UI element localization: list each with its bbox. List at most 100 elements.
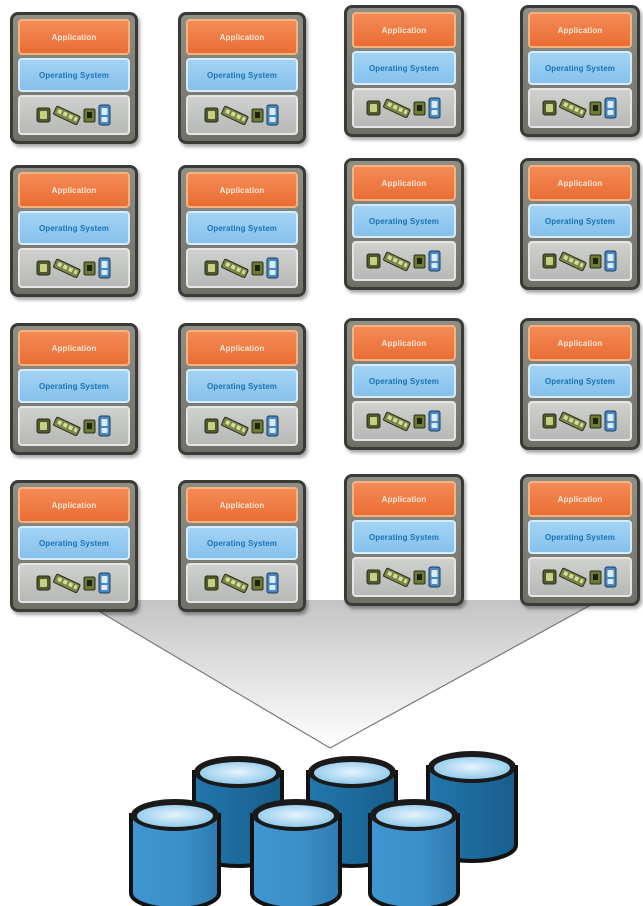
cpu-chip-icon xyxy=(542,569,557,585)
disk-drive-icon xyxy=(428,410,441,432)
hardware-icons xyxy=(36,104,111,126)
disk-drive-icon xyxy=(604,250,617,272)
cpu-chip-icon xyxy=(542,100,557,116)
cpu-chip-icon xyxy=(204,260,219,276)
cpu-chip-icon xyxy=(366,100,381,116)
application-layer: Application xyxy=(528,325,632,361)
hardware-layer xyxy=(352,401,456,441)
hardware-layer xyxy=(186,248,298,288)
hardware-layer xyxy=(186,563,298,603)
hardware-icons xyxy=(36,572,111,594)
application-layer: Application xyxy=(18,19,130,55)
hardware-icons xyxy=(366,97,441,119)
disk-drive-icon xyxy=(98,257,111,279)
storage-cluster xyxy=(129,751,518,906)
hardware-icons xyxy=(366,410,441,432)
hardware-icons xyxy=(366,250,441,272)
operating-system-layer: Operating System xyxy=(18,369,130,403)
application-layer: Application xyxy=(528,481,632,517)
memory-module-icon xyxy=(221,573,249,594)
hardware-icons xyxy=(542,410,617,432)
memory-module-icon xyxy=(383,98,411,119)
hardware-layer xyxy=(18,563,130,603)
network-card-icon xyxy=(413,254,426,269)
memory-module-icon xyxy=(559,567,587,588)
disk-drive-icon xyxy=(266,104,279,126)
disk-drive-icon xyxy=(266,572,279,594)
application-layer: Application xyxy=(186,172,298,208)
network-card-icon xyxy=(251,576,264,591)
memory-module-icon xyxy=(559,98,587,119)
disk-drive-icon xyxy=(428,566,441,588)
operating-system-layer: Operating System xyxy=(186,526,298,560)
memory-module-icon xyxy=(53,416,81,437)
operating-system-layer: Operating System xyxy=(352,204,456,238)
hardware-icons xyxy=(36,257,111,279)
memory-module-icon xyxy=(221,258,249,279)
cpu-chip-icon xyxy=(36,575,51,591)
memory-module-icon xyxy=(383,411,411,432)
memory-module-icon xyxy=(53,573,81,594)
application-layer: Application xyxy=(352,325,456,361)
disk-drive-icon xyxy=(98,104,111,126)
disk-drive-icon xyxy=(98,572,111,594)
network-card-icon xyxy=(413,570,426,585)
operating-system-layer: Operating System xyxy=(528,204,632,238)
network-card-icon xyxy=(83,576,96,591)
hardware-layer xyxy=(352,241,456,281)
memory-module-icon xyxy=(383,251,411,272)
disk-drive-icon xyxy=(604,566,617,588)
hardware-layer xyxy=(18,95,130,135)
application-layer: Application xyxy=(18,487,130,523)
network-card-icon xyxy=(413,414,426,429)
memory-module-icon xyxy=(53,258,81,279)
network-card-icon xyxy=(83,108,96,123)
operating-system-layer: Operating System xyxy=(186,58,298,92)
operating-system-layer: Operating System xyxy=(528,520,632,554)
application-layer: Application xyxy=(18,330,130,366)
connector-left-edge xyxy=(79,599,331,749)
disk-drive-icon xyxy=(98,415,111,437)
memory-module-icon xyxy=(383,567,411,588)
hardware-icons xyxy=(204,415,279,437)
operating-system-layer: Operating System xyxy=(18,211,130,245)
cpu-chip-icon xyxy=(36,418,51,434)
application-layer: Application xyxy=(352,165,456,201)
cpu-chip-icon xyxy=(204,575,219,591)
cpu-chip-icon xyxy=(542,413,557,429)
storage-disk-front-2 xyxy=(250,799,342,906)
network-card-icon xyxy=(83,419,96,434)
network-card-icon xyxy=(251,108,264,123)
operating-system-layer: Operating System xyxy=(528,51,632,85)
hardware-icons xyxy=(204,104,279,126)
disk-drive-icon xyxy=(604,97,617,119)
operating-system-layer: Operating System xyxy=(186,211,298,245)
cpu-chip-icon xyxy=(366,413,381,429)
disk-drive-icon xyxy=(428,97,441,119)
memory-module-icon xyxy=(53,105,81,126)
hardware-icons xyxy=(366,566,441,588)
hardware-layer xyxy=(528,88,632,128)
application-layer: Application xyxy=(186,330,298,366)
hardware-icons xyxy=(542,97,617,119)
hardware-layer xyxy=(186,406,298,446)
disk-drive-icon xyxy=(428,250,441,272)
operating-system-layer: Operating System xyxy=(186,369,298,403)
application-layer: Application xyxy=(186,487,298,523)
hardware-layer xyxy=(528,241,632,281)
cpu-chip-icon xyxy=(36,107,51,123)
